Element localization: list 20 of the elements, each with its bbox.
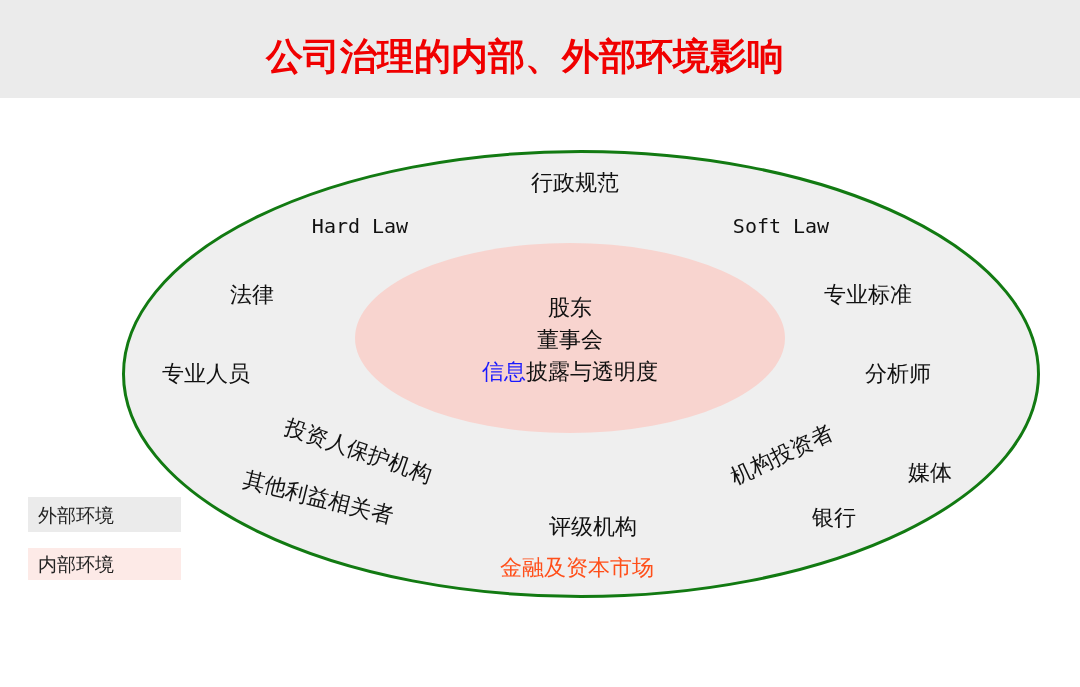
inner-ellipse: [355, 243, 785, 433]
ring-label: 媒体: [908, 459, 952, 487]
outer-ellipse: [122, 150, 1040, 598]
ring-label: Soft Law: [732, 213, 830, 240]
ellipse-label: 股东: [548, 294, 592, 322]
ring-label: 银行: [812, 504, 856, 532]
ring-label: Hard Law: [311, 213, 409, 240]
ring-label: 行政规范: [531, 169, 619, 197]
market-label: 金融及资本市场: [500, 554, 654, 582]
ring-label: 法律: [230, 281, 274, 309]
ring-label: 专业人员: [162, 360, 250, 388]
ring-label: 专业标准: [824, 281, 912, 309]
ellipse-label: 董事会: [537, 326, 603, 354]
ring-label: 机构投资者: [726, 419, 838, 491]
title: 公司治理的内部、外部环境影响: [266, 35, 784, 79]
ring-label: 评级机构: [549, 513, 637, 541]
ring-label: 分析师: [865, 360, 931, 388]
legend-label: 外部环境: [38, 502, 114, 527]
legend-label: 内部环境: [38, 552, 114, 576]
ellipse-label: 信息披露与透明度: [482, 358, 658, 386]
